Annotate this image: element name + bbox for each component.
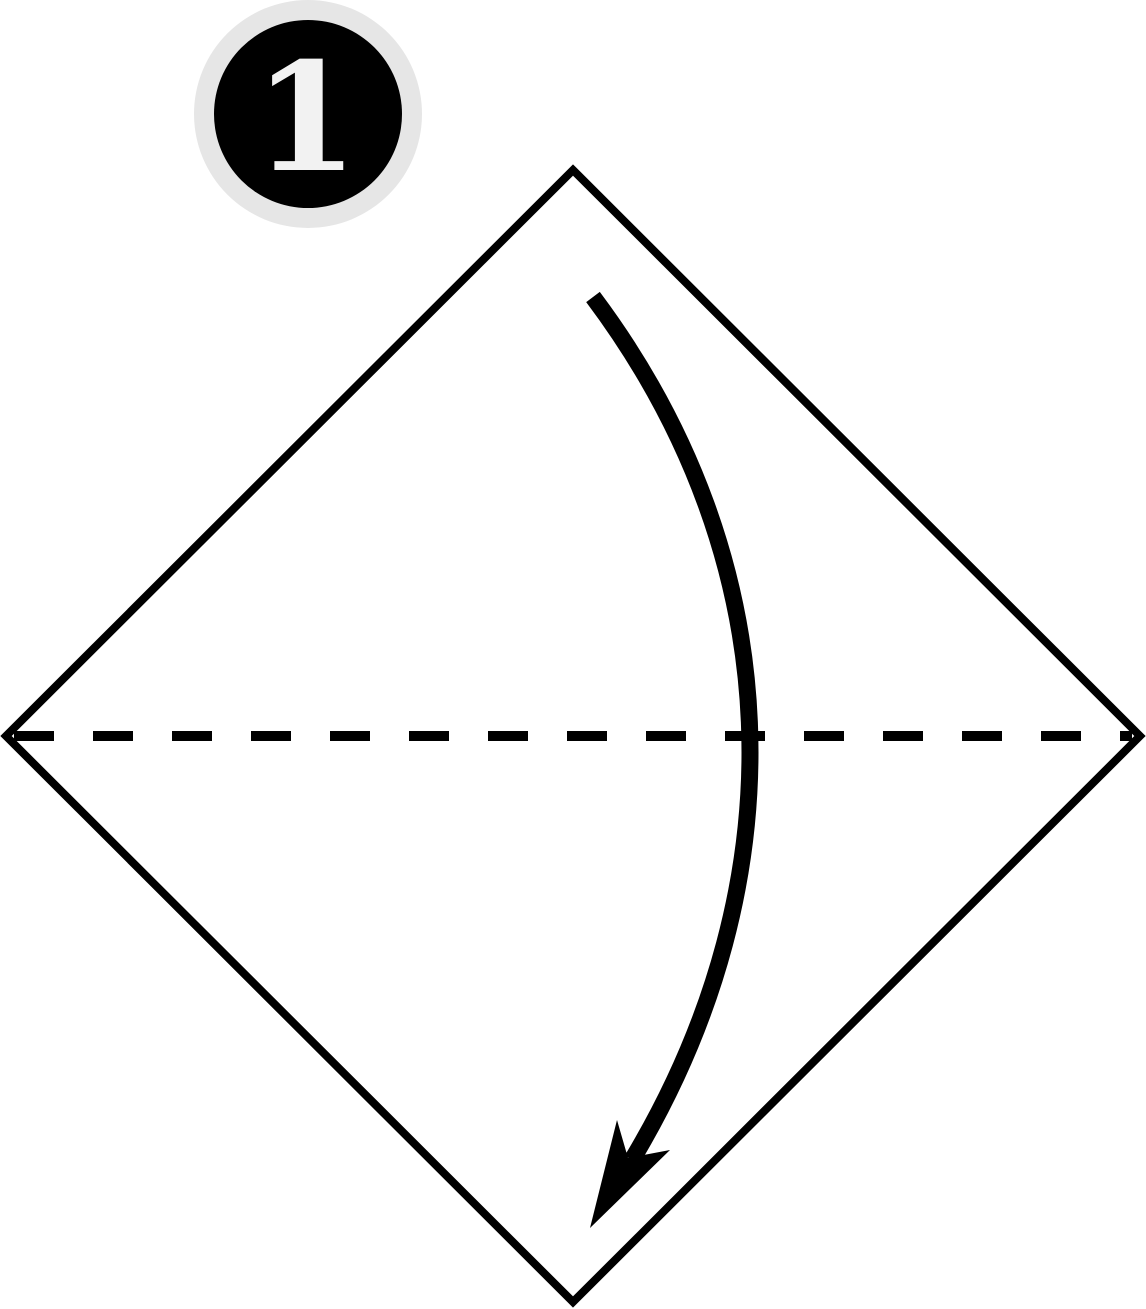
fold-arrow-head	[590, 1120, 670, 1228]
step-number: 1	[254, 30, 358, 206]
step-badge: 1	[194, 0, 422, 228]
fold-arrow-curve	[586, 291, 759, 1165]
fold-arrow	[586, 291, 759, 1228]
step-badge-circle	[214, 20, 402, 208]
